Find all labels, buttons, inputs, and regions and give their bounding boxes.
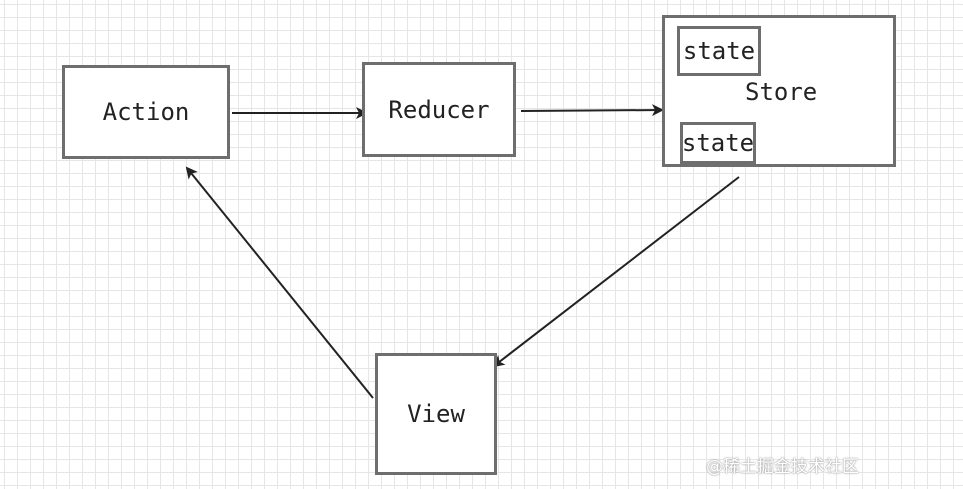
- watermark-text: @稀土掘金技术社区: [706, 457, 859, 477]
- reducer-label: Reducer: [388, 95, 490, 124]
- store-label: Store: [745, 78, 818, 106]
- arrow-view-to-action: [185, 166, 374, 399]
- arrow-reducer-to-store: [520, 104, 664, 117]
- view-box: View: [375, 353, 497, 475]
- action-label: Action: [102, 98, 190, 126]
- store-box: state Store state: [662, 15, 896, 167]
- view-label: View: [407, 400, 465, 428]
- action-box: Action: [62, 65, 230, 159]
- state-box-bottom: state: [680, 122, 756, 164]
- arrow-store-to-view: [492, 176, 740, 368]
- state-box-top: state: [677, 26, 761, 76]
- reducer-box: Reducer: [362, 62, 516, 157]
